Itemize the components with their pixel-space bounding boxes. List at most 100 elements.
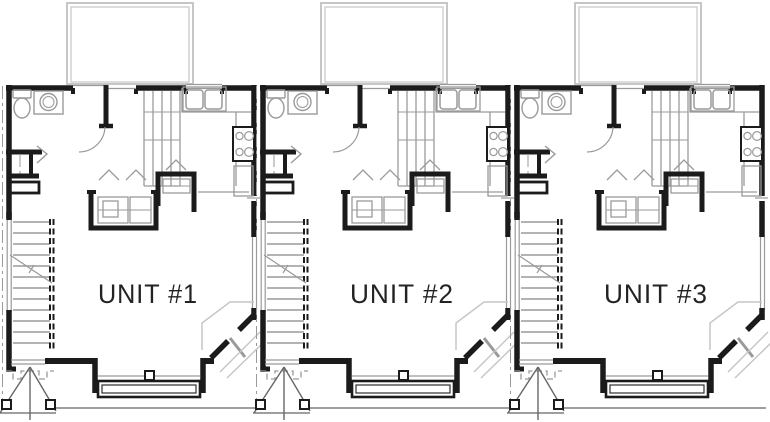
closet-door-icon [36, 145, 49, 164]
bay-window [92, 358, 206, 399]
hall-closet [260, 145, 303, 195]
stair-treads [13, 221, 50, 344]
corner-entry [201, 301, 265, 379]
double-kitchen-sink-icon [436, 86, 481, 112]
niche-arrow-icon [606, 169, 628, 181]
closet-door-icon [290, 145, 303, 164]
stair-direction-arrow [28, 264, 35, 274]
unit-plan [253, 2, 519, 420]
kitchen [143, 86, 255, 197]
entry-steps [734, 342, 770, 379]
unit-2-label: UNIT #2 [350, 279, 454, 309]
vanity-sink-icon [287, 90, 318, 115]
closet-door-icon [544, 145, 557, 164]
bathroom [260, 85, 367, 155]
entry-steps [480, 341, 519, 379]
porch-post [509, 399, 520, 410]
window-mullion [144, 370, 155, 381]
porch-post [553, 399, 564, 410]
porch-post [1, 399, 12, 410]
door-swing-icon [332, 126, 360, 153]
entry-door-icon [482, 337, 501, 358]
base-cabinet [487, 165, 508, 197]
stove-burners-icon [232, 126, 255, 162]
unit-3-label: UNIT #3 [604, 279, 708, 309]
porch-post [255, 399, 266, 410]
shelf [514, 180, 549, 195]
entry-door-icon [736, 337, 755, 358]
counter-edge [689, 88, 759, 113]
door-swing-icon [78, 126, 106, 153]
pantry-shelves [397, 91, 435, 187]
staircase [517, 219, 563, 349]
staircase [263, 219, 309, 349]
fireplace [87, 169, 160, 231]
unit-labels: UNIT #1 UNIT #2 UNIT #3 [98, 279, 708, 309]
entry-steps [226, 341, 265, 379]
entry-canopy [455, 301, 508, 350]
niche-arrow-icon [125, 169, 147, 181]
niche-arrow-icon [98, 169, 120, 181]
media-niche [155, 159, 249, 212]
base-cabinet [233, 165, 254, 197]
porch-post [299, 399, 310, 410]
shelf [260, 180, 295, 195]
toilet-icon [266, 89, 286, 119]
bay-window [346, 358, 460, 399]
stove-burners-icon [486, 126, 509, 162]
base-cabinet [741, 165, 762, 197]
niche-arrow-icon [352, 169, 374, 181]
corner-entry [709, 301, 770, 379]
door-swing-icon [586, 126, 614, 153]
entry-steps [727, 331, 769, 373]
deck-outline [574, 2, 702, 85]
stove-burners-icon [740, 126, 763, 162]
front-porch [0, 366, 57, 420]
stair-direction-arrow [536, 264, 543, 274]
fireplace [595, 169, 668, 231]
corner-entry [455, 301, 519, 379]
double-kitchen-sink-icon [690, 86, 735, 112]
stair-direction-arrow [282, 264, 289, 274]
toilet-icon [520, 89, 540, 119]
firebox [356, 200, 373, 218]
niche-arrow-icon [379, 169, 401, 181]
niche-arrow-icon [419, 159, 441, 171]
bay-window [600, 358, 714, 399]
vanity-sink-icon [541, 90, 572, 115]
front-porch [253, 366, 311, 420]
pantry-shelves [143, 91, 181, 187]
entry-door-icon [228, 337, 247, 358]
hall-closet [514, 145, 557, 195]
media-niche [663, 159, 757, 212]
front-wall [265, 358, 468, 399]
firebox [610, 200, 627, 218]
staircase [9, 219, 55, 349]
front-porch [507, 366, 565, 420]
pantry-shelves [651, 91, 689, 187]
window-mullion [398, 370, 409, 381]
niche-arrow-icon [633, 169, 655, 181]
entry-canopy [709, 301, 762, 350]
entry-steps [473, 331, 515, 373]
bathroom [514, 85, 621, 155]
window-mullion [652, 370, 663, 381]
front-wall [11, 358, 214, 399]
fireplace [341, 169, 414, 231]
entry-steps [219, 331, 261, 373]
hall-closet [6, 145, 49, 195]
niche-arrow-icon [165, 159, 187, 171]
media-niche [409, 159, 503, 212]
kitchen [651, 86, 763, 197]
double-kitchen-sink-icon [182, 86, 227, 112]
vanity-sink-icon [33, 90, 64, 115]
stair-treads [521, 221, 558, 344]
shelf [6, 180, 41, 195]
unit-plan [507, 2, 770, 420]
counter-edge [181, 88, 251, 113]
porch-post [45, 399, 56, 410]
entry-canopy [201, 301, 254, 350]
kitchen [397, 86, 509, 197]
